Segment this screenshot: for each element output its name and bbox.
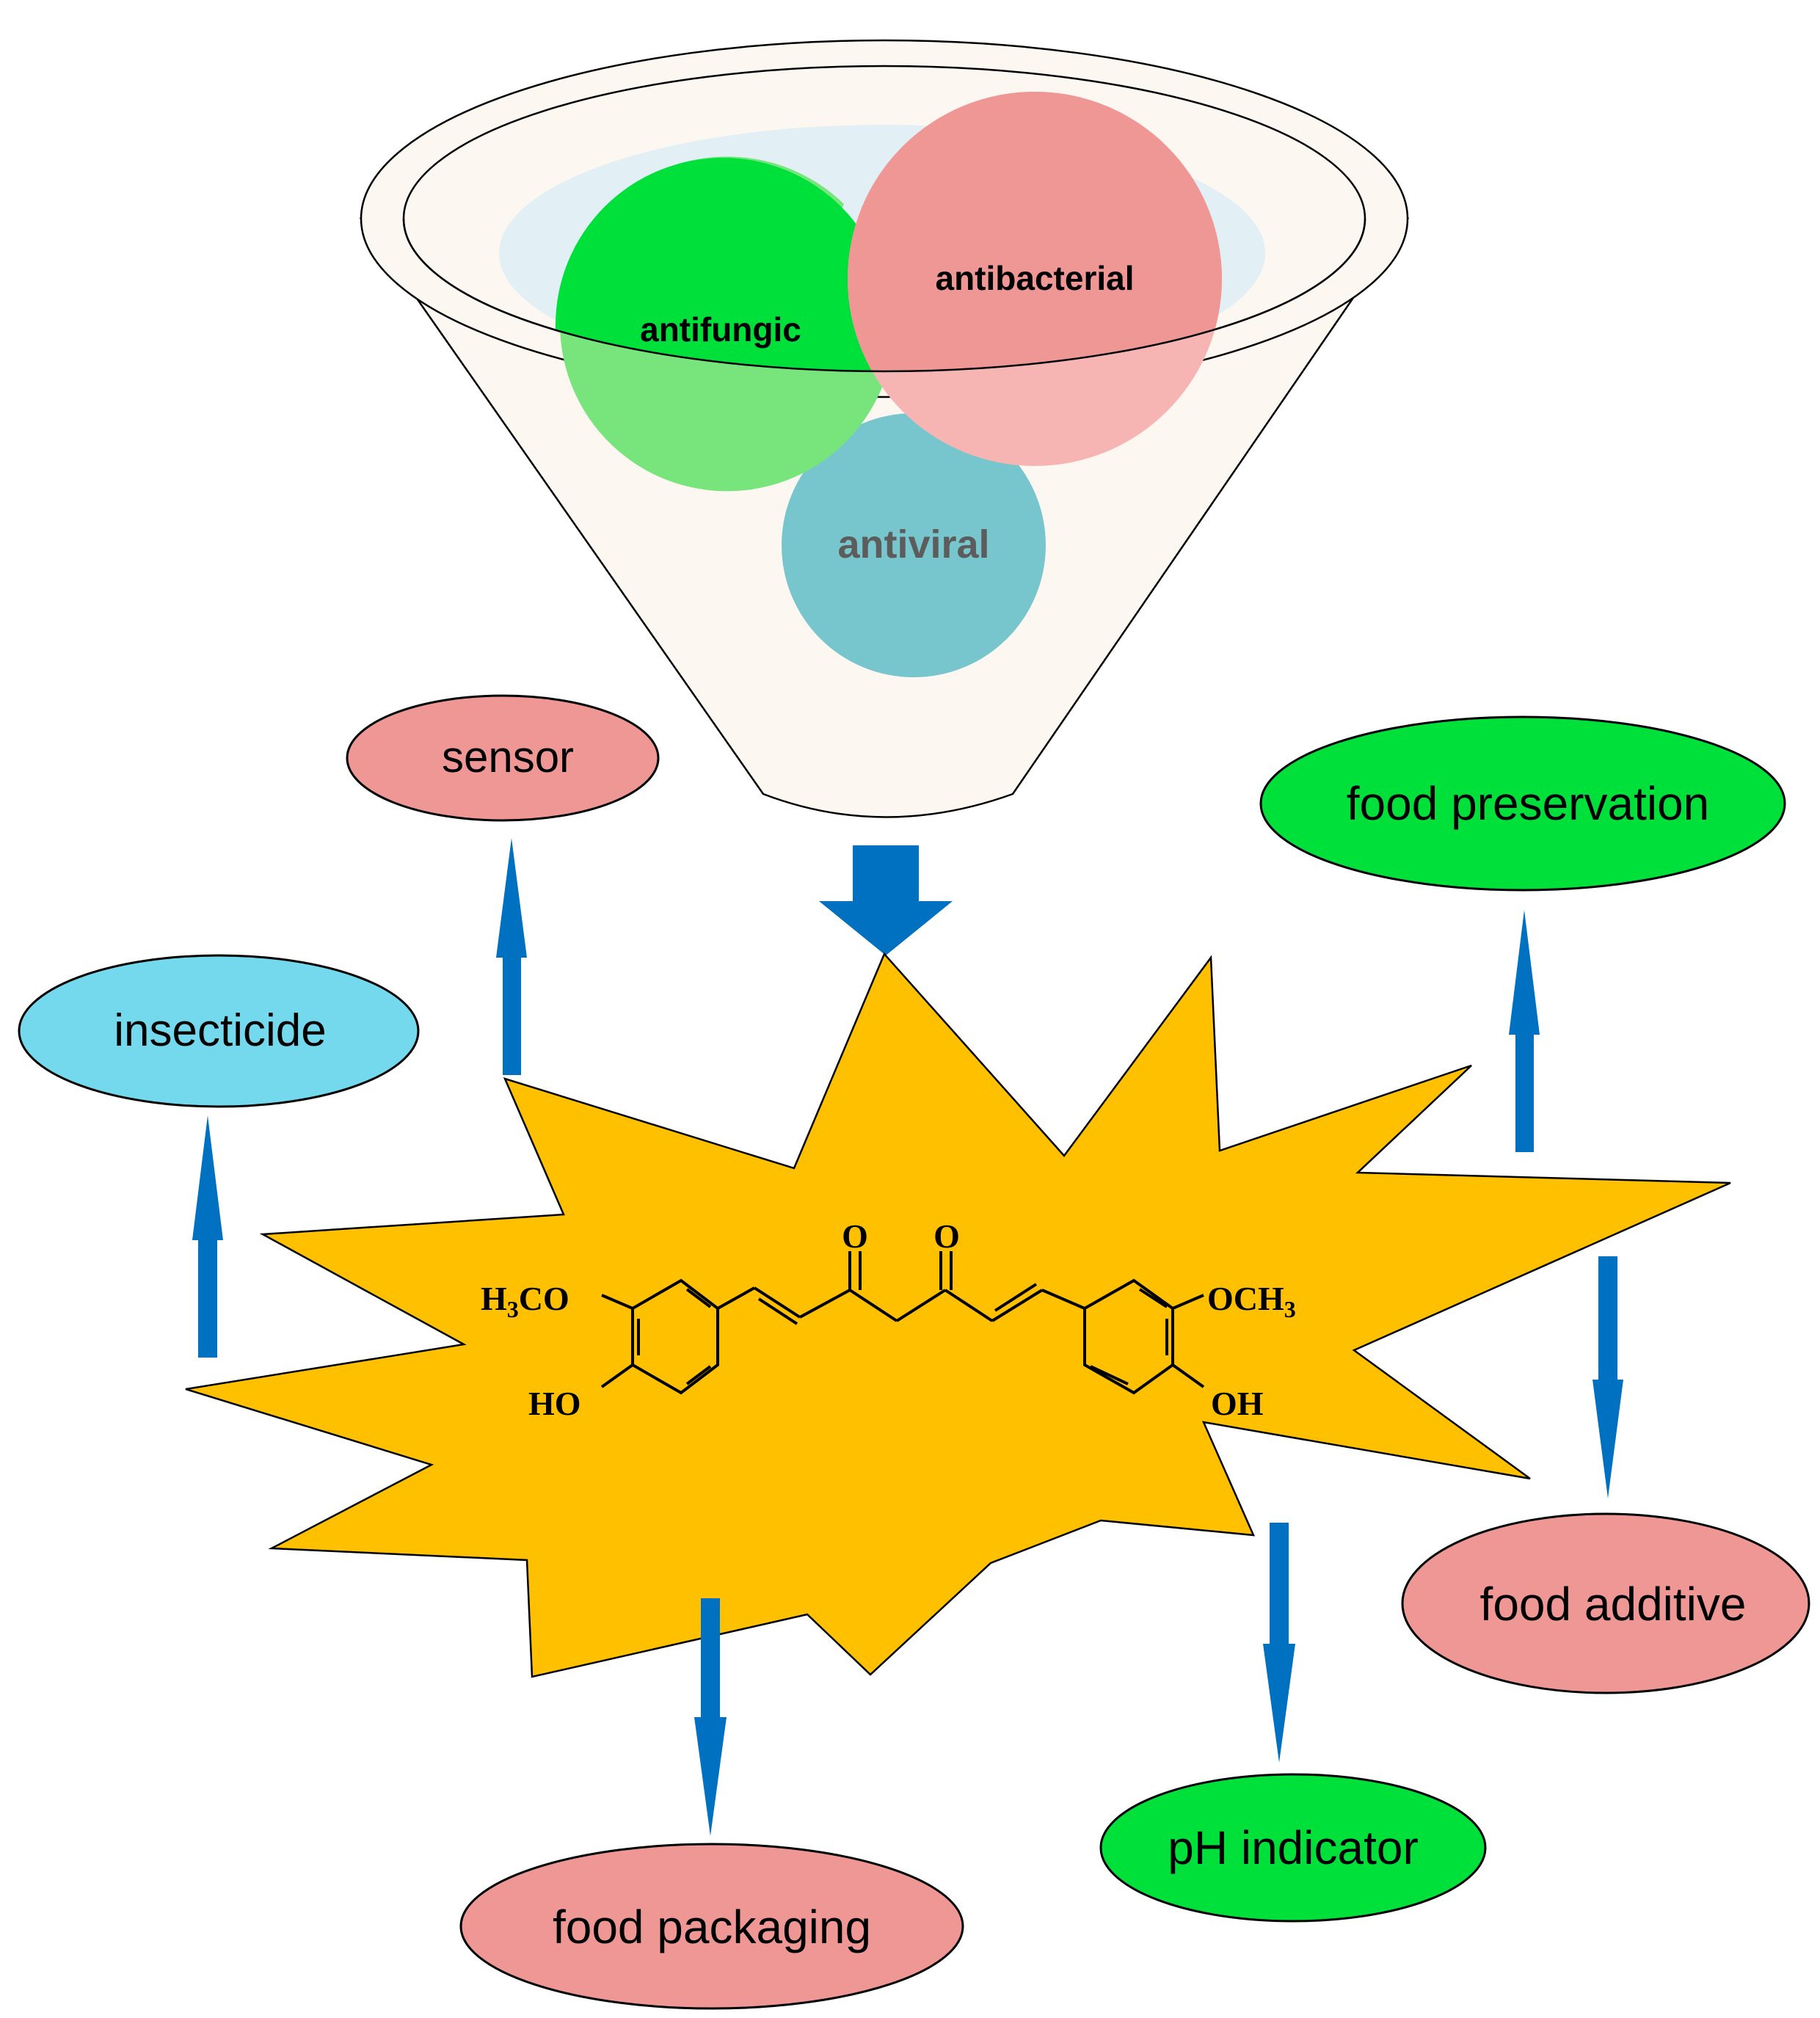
food-additive-label: food additive [1480, 1578, 1747, 1631]
antiviral-label: antiviral [837, 522, 989, 567]
arrow-to-sensor [496, 838, 527, 1075]
och3-label: OCH3 [1207, 1280, 1296, 1322]
food-additive-node: food additive [1401, 1512, 1810, 1694]
food-packaging-node: food packaging [459, 1843, 964, 2010]
curcumin-starburst [185, 952, 1731, 1678]
food-packaging-label: food packaging [553, 1901, 871, 1953]
sensor-node: sensor [346, 694, 660, 822]
ph-indicator-label: pH indicator [1168, 1821, 1419, 1874]
application-nodes: sensor insecticide food preservation foo… [18, 694, 1810, 2010]
food-preservation-node: food preservation [1259, 715, 1786, 892]
oh-label: OH [1211, 1385, 1264, 1422]
insecticide-node: insecticide [18, 954, 420, 1108]
application-arrows [192, 838, 1623, 1836]
funnel-output-arrow [819, 845, 953, 955]
curcumin-structure [600, 1251, 1205, 1395]
property-circles [402, 92, 1366, 677]
sensor-label: sensor [442, 732, 574, 782]
arrow-to-food-additive [1592, 1256, 1623, 1498]
insecticide-label: insecticide [114, 1005, 326, 1056]
o-right-label: O [933, 1217, 960, 1255]
antifungic-label: antifungic [640, 310, 801, 349]
o-left-label: O [842, 1217, 868, 1255]
ho-label: HO [528, 1385, 581, 1422]
antibacterial-label: antibacterial [936, 259, 1135, 297]
arrow-to-insecticide [192, 1115, 223, 1358]
antiviral-circle [782, 413, 1046, 677]
arrow-to-food-preservation [1509, 910, 1540, 1152]
arrow-to-food-packaging [694, 1598, 727, 1836]
antibacterial-circle-upper [848, 92, 1222, 371]
h3co-label: H3CO [481, 1280, 569, 1322]
food-preservation-label: food preservation [1347, 777, 1710, 830]
ph-indicator-node: pH indicator [1099, 1773, 1487, 1923]
funnel-rim-front [402, 218, 1366, 373]
arrow-to-ph-indicator [1263, 1523, 1295, 1763]
antifungic-circle-upper [556, 158, 890, 371]
molecule-labels: O O H3CO HO OCH3 OH [481, 1217, 1296, 1422]
